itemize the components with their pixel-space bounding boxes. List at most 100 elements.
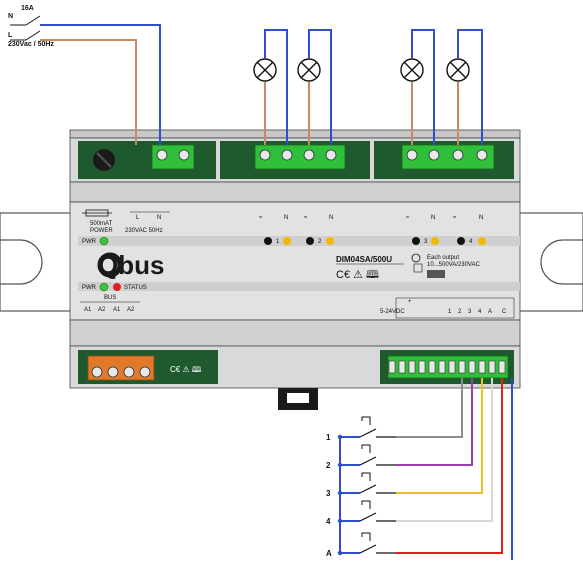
bus-screw-terminal[interactable] xyxy=(91,366,103,378)
mains-supply: 16A N L 230Vac / 50Hz xyxy=(8,5,161,145)
output-1-terminal-label: ≈ N xyxy=(259,215,288,221)
screw-terminal-l[interactable] xyxy=(156,149,168,161)
input-voltage-label: 5-24VDC xyxy=(380,309,405,315)
neutral-wire xyxy=(40,24,161,145)
bottom-cert-marks: C€ ⚠ 🕮 xyxy=(170,365,202,374)
common-wire xyxy=(339,436,355,553)
output-1-indicator: 1 xyxy=(264,237,291,245)
output-4-terminal-label: ≈ N xyxy=(453,215,483,221)
wave-symbol: ≈ xyxy=(453,215,457,221)
wave-symbol: ≈ xyxy=(259,215,263,221)
pushbutton-actuator-symbol xyxy=(361,472,371,481)
input-wire xyxy=(396,378,473,466)
screw-terminal-n[interactable] xyxy=(178,149,190,161)
status-led xyxy=(113,283,121,291)
screw-terminal-out4-n[interactable] xyxy=(476,149,488,161)
screw-terminal-out3-l[interactable] xyxy=(406,149,418,161)
bus-pwr-led-label: PWR xyxy=(82,285,97,291)
mains-supply-label: 230Vac / 50Hz xyxy=(8,41,54,48)
switch-label: A xyxy=(326,549,332,558)
cert-marks: C€ ⚠ 🕮 xyxy=(336,269,379,281)
lamp-loads xyxy=(253,29,483,145)
screw-terminal-out4-l[interactable] xyxy=(452,149,464,161)
input-terminal-block xyxy=(387,355,509,379)
svg-text:3: 3 xyxy=(468,309,472,315)
output-3-terminal-label: ≈ N xyxy=(406,215,435,221)
pushbutton-switch: 2 xyxy=(326,378,473,470)
input-screw-terminal[interactable] xyxy=(398,360,406,374)
input-screw-terminal[interactable] xyxy=(418,360,426,374)
pushbutton-actuator-symbol xyxy=(361,532,371,541)
svg-text:3: 3 xyxy=(424,239,428,245)
power-terminal-block xyxy=(151,144,195,170)
bus-terminal-label: A2 xyxy=(127,307,135,313)
input-screw-terminal[interactable] xyxy=(458,360,466,374)
input-screw-terminal[interactable] xyxy=(498,360,506,374)
switch-contact-symbol xyxy=(359,544,377,554)
output-terminal-block-1-2 xyxy=(254,144,346,170)
svg-text:A: A xyxy=(488,309,492,315)
pushbutton-actuator-symbol xyxy=(361,416,371,425)
input-screw-terminal[interactable] xyxy=(448,360,456,374)
svg-text:4: 4 xyxy=(469,239,473,245)
pwr-led-label: PWR xyxy=(82,239,97,245)
input-terminal-labels: 5-24VDC + 1 2 3 4 A C xyxy=(380,297,515,319)
wave-symbol: ≈ xyxy=(304,215,308,221)
svg-text:N: N xyxy=(431,215,435,221)
input-wiring: 1 23 4A xyxy=(326,378,513,560)
screw-terminal-out1-n[interactable] xyxy=(281,149,293,161)
pushbutton-actuator-symbol xyxy=(361,444,371,453)
screw-terminal-out1-l[interactable] xyxy=(259,149,271,161)
fuse-holder[interactable] xyxy=(93,149,115,171)
screw-terminal-out3-n[interactable] xyxy=(428,149,440,161)
svg-text:2: 2 xyxy=(318,239,322,245)
switch-contact-symbol xyxy=(359,484,377,494)
bus-screw-terminal[interactable] xyxy=(139,366,151,378)
pushbutton-switch: 3 xyxy=(326,378,483,498)
input-screw-terminal[interactable] xyxy=(408,360,416,374)
pushbutton-actuator-symbol xyxy=(361,500,371,509)
output-terminal-block-3-4 xyxy=(401,144,495,170)
switch-label: 4 xyxy=(326,517,331,526)
svg-text:N: N xyxy=(329,215,333,221)
input-wire xyxy=(396,378,483,494)
input-screw-terminal[interactable] xyxy=(388,360,396,374)
mains-fuse-rating: 16A xyxy=(21,5,34,12)
power-terminal-l-label: L xyxy=(136,215,140,221)
bus-terminal-block xyxy=(87,355,155,381)
svg-text:N: N xyxy=(284,215,288,221)
input-plus-symbol: + xyxy=(408,299,412,305)
pushbutton-switch: 4 xyxy=(326,378,493,526)
output-2-terminal-label: ≈ N xyxy=(304,215,333,221)
lamp-icon xyxy=(446,58,470,82)
power-label: POWER xyxy=(90,228,113,234)
load-type-icon xyxy=(427,270,445,278)
input-screw-terminal[interactable] xyxy=(428,360,436,374)
svg-text:4: 4 xyxy=(478,309,482,315)
svg-text:Qbus: Qbus xyxy=(98,250,164,280)
model-label: DIM04SA/500U xyxy=(336,255,392,264)
qbus-logo: Qbus xyxy=(97,250,164,280)
switch-contact-symbol xyxy=(359,456,377,466)
input-screw-terminal[interactable] xyxy=(468,360,476,374)
input-screw-terminal[interactable] xyxy=(478,360,486,374)
input-screw-terminal[interactable] xyxy=(438,360,446,374)
screw-terminal-out2-n[interactable] xyxy=(325,149,337,161)
svg-text:2: 2 xyxy=(458,309,462,315)
mains-n-label: N xyxy=(8,13,13,20)
bus-terminal-label: A1 xyxy=(113,307,121,313)
wave-symbol: ≈ xyxy=(406,215,410,221)
bus-screw-terminal[interactable] xyxy=(123,366,135,378)
switch-label: 2 xyxy=(326,461,331,470)
input-screw-terminal[interactable] xyxy=(488,360,496,374)
screw-terminal-out2-l[interactable] xyxy=(303,149,315,161)
fuse-label: 500mAT xyxy=(90,221,113,227)
lamp-icon xyxy=(400,58,424,82)
power-terminal-n-label: N xyxy=(157,215,161,221)
svg-text:C: C xyxy=(502,309,507,315)
power-rating: 230VAC 50Hz xyxy=(125,228,163,234)
svg-text:1: 1 xyxy=(276,239,280,245)
switch-label: 1 xyxy=(326,433,331,442)
bus-screw-terminal[interactable] xyxy=(107,366,119,378)
